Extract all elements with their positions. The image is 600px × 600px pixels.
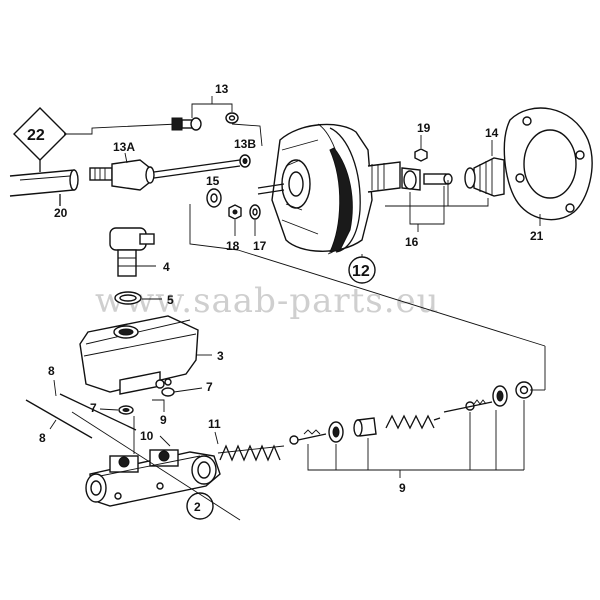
callout-4: 4: [163, 260, 170, 274]
seal-ring-5: [114, 291, 142, 305]
washer-13: [225, 112, 239, 124]
callout-10: 10: [140, 429, 154, 443]
callout-2: 2: [194, 500, 201, 514]
callout-16: 16: [405, 235, 419, 249]
fork-16: [401, 167, 453, 191]
callout-13: 13: [215, 82, 229, 96]
callout-5: 5: [167, 293, 174, 307]
brake-booster-12: [257, 123, 401, 255]
callout-15: 15: [206, 174, 220, 188]
vacuum-hose-20: [9, 169, 79, 197]
watermark: www.saab-parts.eu: [95, 281, 440, 321]
reservoir-3: [79, 315, 199, 395]
callout-17: 17: [253, 239, 267, 253]
level-sensor-4: [109, 227, 155, 277]
callout-19: 19: [417, 121, 431, 135]
grommet-13b: [239, 154, 251, 168]
bellows-14: [464, 157, 505, 197]
callout-8a: 8: [48, 364, 55, 378]
washer-17: [249, 204, 261, 220]
pin-8: [25, 393, 137, 439]
callout-13a: 13A: [113, 140, 135, 154]
callout-18: 18: [226, 239, 240, 253]
check-valve-13a: [89, 159, 241, 191]
bolt-13: [171, 117, 202, 131]
callout-8b: 8: [39, 431, 46, 445]
callout-20: 20: [54, 206, 68, 220]
master-cylinder-2: [85, 449, 221, 507]
callout-12: 12: [352, 263, 370, 280]
nut-18: [228, 204, 242, 220]
piston-assembly-9: [289, 381, 533, 445]
callout-14: 14: [485, 126, 499, 140]
callout-12-circle: [348, 256, 376, 284]
callout-21: 21: [530, 229, 544, 243]
callout-9a: 9: [160, 413, 167, 427]
callout-3: 3: [217, 349, 224, 363]
callout-11: 11: [208, 417, 221, 431]
callout-22: 22: [27, 127, 45, 144]
callout-13b: 13B: [234, 137, 256, 151]
spring-11: [217, 444, 285, 462]
callout-2-circle: [186, 492, 214, 520]
callout-9b: 9: [399, 481, 406, 495]
gasket-21: [503, 107, 593, 221]
callout-7a: 7: [90, 401, 97, 415]
clip-19: [414, 148, 428, 162]
callout-7b: 7: [206, 380, 213, 394]
reference-diamond-22: [13, 107, 67, 172]
seal-15: [206, 188, 222, 208]
